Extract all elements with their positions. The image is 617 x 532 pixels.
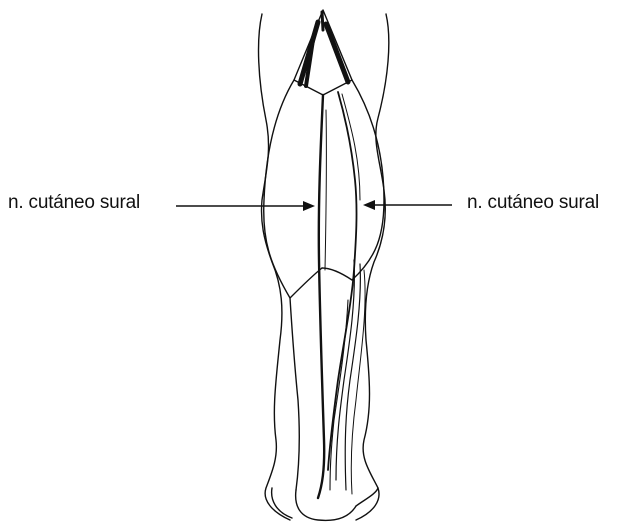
arrow-left-head (303, 201, 315, 211)
arrow-right-head (363, 200, 375, 210)
gastrocnemius-lateral (322, 80, 384, 280)
label-right-sural-nerve: n. cutáneo sural (467, 192, 599, 214)
leg-outline-right (356, 14, 389, 520)
label-left-sural-nerve: n. cutáneo sural (8, 192, 140, 214)
sural-nerve-central (318, 95, 324, 498)
gastrocnemius-medial (264, 80, 322, 298)
sural-nerve-lateral (328, 92, 357, 470)
